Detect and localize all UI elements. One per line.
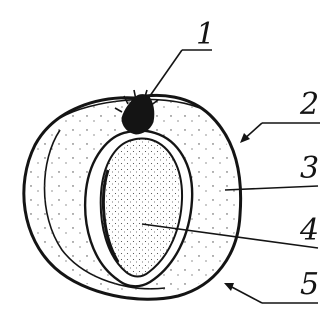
- callout-label-3: 3: [300, 151, 319, 186]
- callout-label-4: 4: [299, 213, 319, 248]
- callout-label-1: 1: [196, 17, 215, 52]
- leader-line-5b: [228, 285, 262, 303]
- callout-label-5: 5: [300, 267, 319, 302]
- callout-label-2: 2: [299, 87, 319, 122]
- arrow-head-5: [224, 283, 234, 291]
